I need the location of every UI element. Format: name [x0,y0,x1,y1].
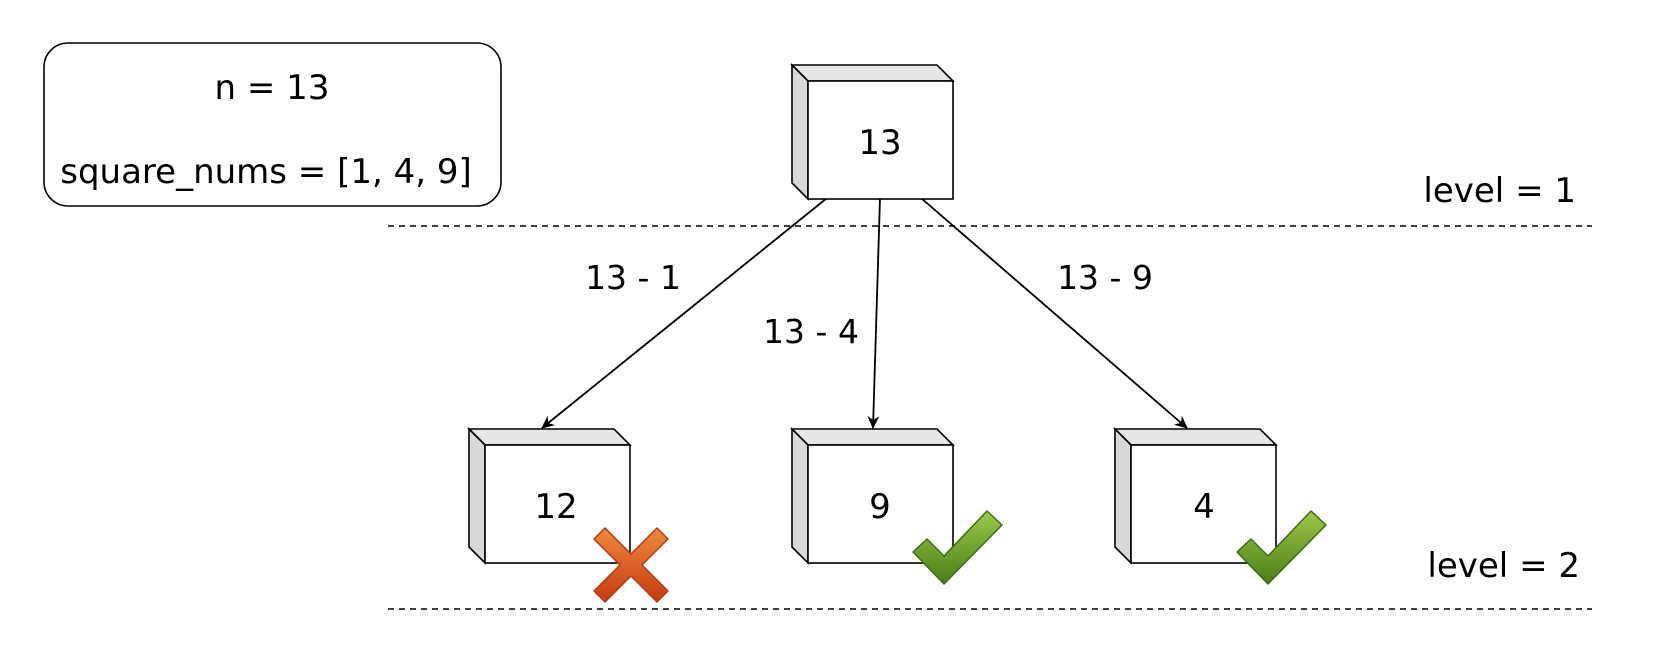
level-1-label: level = 1 [1423,171,1576,211]
check-icon [1236,510,1327,585]
edge-right-label: 13 - 9 [1057,258,1153,297]
node-root-label: 13 [858,123,901,163]
node-left-label: 12 [534,487,577,527]
info-square-nums-label: square_nums = [1, 4, 9] [60,152,472,192]
edge-left [541,197,828,429]
info-n-label: n = 13 [215,68,330,108]
node-middle-label: 9 [869,487,891,527]
edge-right [920,197,1188,429]
node-right-label: 4 [1193,487,1215,527]
node-left: 12 [467,427,632,565]
node-root: 13 [790,63,955,201]
edge-middle-label: 13 - 4 [763,312,859,351]
cross-icon [593,527,669,603]
check-icon [912,510,1003,585]
edge-left-label: 13 - 1 [585,258,681,297]
info-box: n = 13 square_nums = [1, 4, 9] [43,42,502,207]
level-2-label: level = 2 [1427,546,1580,586]
node-right: 4 [1113,427,1278,565]
edge-middle [867,197,881,429]
